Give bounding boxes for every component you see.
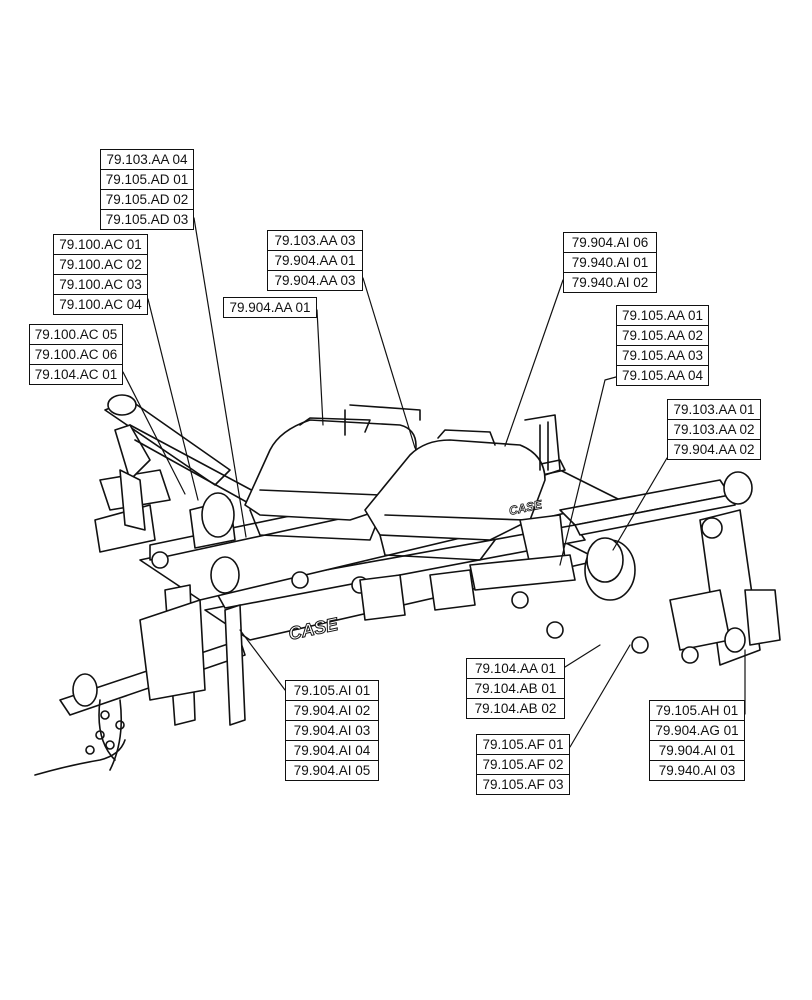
callout-ref[interactable]: 79.904.AI 02 <box>286 701 378 721</box>
callout-ref[interactable]: 79.105.AD 01 <box>101 170 193 190</box>
callout-ref[interactable]: 79.904.AA 03 <box>274 273 356 288</box>
callout-ref[interactable]: 79.904.AA 01 <box>229 300 311 315</box>
callout-ref[interactable]: 79.105.AA 04 <box>621 368 704 383</box>
callout-box-5: 79.904.AA 01 <box>223 297 317 318</box>
callout-box-9: 79.105.AI 01 79.904.AI 02 79.904.AI 03 7… <box>285 680 379 781</box>
callout-ref[interactable]: 79.105.AH 01 <box>650 701 744 721</box>
callout-box-7: 79.105.AA 01 79.105.AA 02 79.105.AA 03 7… <box>616 305 709 386</box>
callout-ref[interactable]: 79.105.AA 01 <box>617 306 708 326</box>
callout-ref[interactable]: 79.904.AI 05 <box>293 763 371 778</box>
hitch-tongue <box>34 584 246 776</box>
callout-ref[interactable]: 79.940.AI 02 <box>571 275 649 290</box>
left-wing-frame <box>94 394 271 553</box>
callout-ref[interactable]: 79.105.AD 03 <box>105 212 189 227</box>
callout-ref[interactable]: 79.904.AA 01 <box>268 251 362 271</box>
callout-ref[interactable]: 79.105.AF 02 <box>477 755 569 775</box>
callout-ref[interactable]: 79.100.AC 04 <box>59 297 142 312</box>
callout-ref[interactable]: 79.904.AG 01 <box>650 721 744 741</box>
callout-ref[interactable]: 79.940.AI 01 <box>564 253 656 273</box>
row-units <box>151 492 699 664</box>
callout-ref[interactable]: 79.104.AB 02 <box>474 701 557 716</box>
callout-box-10: 79.104.AA 01 79.104.AB 01 79.104.AB 02 <box>466 658 565 719</box>
right-wing-frame <box>559 471 781 666</box>
callout-box-1: 79.103.AA 04 79.105.AD 01 79.105.AD 02 7… <box>100 149 194 230</box>
callout-ref[interactable]: 79.100.AC 03 <box>54 275 147 295</box>
callout-ref[interactable]: 79.904.AI 01 <box>650 741 744 761</box>
leader-lines <box>122 217 746 748</box>
callout-box-12: 79.105.AH 01 79.904.AG 01 79.904.AI 01 7… <box>649 700 745 781</box>
callout-ref[interactable]: 79.100.AC 05 <box>30 325 122 345</box>
callout-ref[interactable]: 79.100.AC 02 <box>54 255 147 275</box>
callout-ref[interactable]: 79.105.AA 02 <box>617 326 708 346</box>
callout-ref[interactable]: 79.105.AA 03 <box>617 346 708 366</box>
callout-ref[interactable]: 79.105.AD 02 <box>101 190 193 210</box>
callout-box-3: 79.100.AC 05 79.100.AC 06 79.104.AC 01 <box>29 324 123 385</box>
callout-ref[interactable]: 79.104.AA 01 <box>467 659 564 679</box>
callout-ref[interactable]: 79.103.AA 01 <box>668 400 760 420</box>
callout-box-6: 79.904.AI 06 79.940.AI 01 79.940.AI 02 <box>563 232 657 293</box>
callout-ref[interactable]: 79.105.AF 01 <box>477 735 569 755</box>
callout-ref[interactable]: 79.105.AF 03 <box>482 777 564 792</box>
callout-box-2: 79.100.AC 01 79.100.AC 02 79.100.AC 03 7… <box>53 234 148 315</box>
callout-ref[interactable]: 79.904.AA 02 <box>673 442 755 457</box>
callout-ref[interactable]: 79.103.AA 03 <box>268 231 362 251</box>
callout-ref[interactable]: 79.104.AB 01 <box>467 679 564 699</box>
callout-ref[interactable]: 79.904.AI 06 <box>564 233 656 253</box>
right-seed-hopper <box>364 414 561 561</box>
callout-ref[interactable]: 79.100.AC 06 <box>30 345 122 365</box>
callout-ref[interactable]: 79.104.AC 01 <box>34 367 118 382</box>
callout-box-11: 79.105.AF 01 79.105.AF 02 79.105.AF 03 <box>476 734 570 795</box>
callout-box-8: 79.103.AA 01 79.103.AA 02 79.904.AA 02 <box>667 399 761 460</box>
callout-ref[interactable]: 79.904.AI 04 <box>286 741 378 761</box>
callout-ref[interactable]: 79.904.AI 03 <box>286 721 378 741</box>
callout-ref[interactable]: 79.940.AI 03 <box>658 763 736 778</box>
callout-ref[interactable]: 79.103.AA 02 <box>668 420 760 440</box>
callout-ref[interactable]: 79.103.AA 04 <box>101 150 193 170</box>
callout-ref[interactable]: 79.100.AC 01 <box>54 235 147 255</box>
callout-box-4: 79.103.AA 03 79.904.AA 01 79.904.AA 03 <box>267 230 363 291</box>
left-seed-hopper <box>244 404 421 541</box>
callout-ref[interactable]: 79.105.AI 01 <box>286 681 378 701</box>
